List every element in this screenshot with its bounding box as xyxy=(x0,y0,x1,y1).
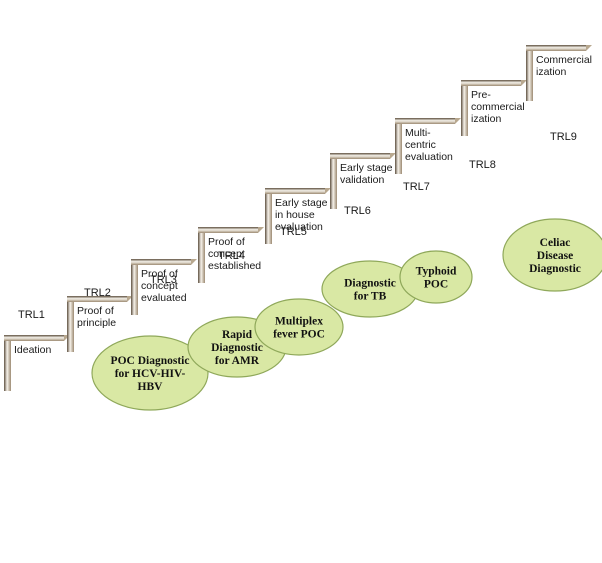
product-label-line: for TB xyxy=(354,291,387,303)
step-description-line: concept xyxy=(141,280,178,292)
step-description-line: evaluation xyxy=(405,151,453,163)
step-bevel xyxy=(325,188,331,194)
step-tread xyxy=(67,296,127,302)
step-description-line: Commercial xyxy=(536,54,592,66)
step-riser xyxy=(330,153,337,209)
step-description-line: Early stage xyxy=(340,162,393,174)
product-label-line: Typhoid xyxy=(416,266,457,278)
step-riser xyxy=(4,335,11,391)
step-tread xyxy=(395,118,455,124)
step-riser xyxy=(265,188,272,244)
step-tread xyxy=(198,227,258,233)
step-riser xyxy=(461,80,468,136)
step-tread xyxy=(461,80,521,86)
trl-label: TRL6 xyxy=(344,205,371,217)
step-description-line: established xyxy=(208,260,261,272)
step-bevel xyxy=(191,259,197,265)
trl-label: TRL9 xyxy=(550,131,577,143)
step-description-line: ization xyxy=(471,113,502,125)
step-description-line: commercial xyxy=(471,101,525,113)
step-description-line: principle xyxy=(77,317,116,329)
product-label-line: for AMR xyxy=(215,355,260,367)
step-bevel xyxy=(390,153,396,159)
step-riser xyxy=(395,118,402,174)
step-description-line: Proof of xyxy=(208,236,245,248)
product-label-line: Rapid xyxy=(222,329,253,341)
product-label-line: Disease xyxy=(537,250,573,262)
step-tread xyxy=(330,153,390,159)
step-bevel xyxy=(258,227,264,233)
step-description-line: concept xyxy=(208,248,245,260)
step-description-line: Proof of xyxy=(141,268,178,280)
product-ellipse xyxy=(254,298,344,356)
step-description-line: in house xyxy=(275,209,315,221)
product-label-line: Diagnostic xyxy=(529,263,581,275)
product-label-line: Diagnostic xyxy=(211,342,263,354)
trl-label: TRL3 xyxy=(150,274,177,286)
step-tread xyxy=(265,188,325,194)
product-ellipse xyxy=(91,335,209,411)
product-label-line: HBV xyxy=(138,381,164,393)
step-tread xyxy=(526,45,586,51)
trl-label: TRL4 xyxy=(218,250,245,262)
product-label-line: POC Diagnostic xyxy=(111,355,190,367)
step-description-line: Pre- xyxy=(471,89,491,101)
trl-label: TRL1 xyxy=(18,309,45,321)
step-tread xyxy=(131,259,191,265)
trl-label: TRL7 xyxy=(403,181,430,193)
step-description-line: Proof of xyxy=(77,305,114,317)
product-label-line: POC xyxy=(424,279,448,291)
trl-label: TRL5 xyxy=(280,226,307,238)
step-description-line: evaluation xyxy=(275,221,323,233)
step-riser xyxy=(67,296,74,352)
step-bevel xyxy=(521,80,527,86)
product-ellipse xyxy=(399,250,473,304)
product-ellipse xyxy=(502,218,602,292)
step-tread xyxy=(4,335,64,341)
product-label-line: fever POC xyxy=(273,329,325,341)
step-description-line: Early stage xyxy=(275,197,328,209)
step-bevel xyxy=(586,45,592,51)
step-riser xyxy=(131,259,138,315)
product-label-line: Celiac xyxy=(540,237,571,249)
step-description-line: validation xyxy=(340,174,385,186)
product-label-line: Multiplex xyxy=(275,316,323,328)
step-description-line: centric xyxy=(405,139,436,151)
product-label-line: Diagnostic xyxy=(344,278,396,290)
trl-label: TRL2 xyxy=(84,287,111,299)
step-description-line: Ideation xyxy=(14,344,52,356)
step-bevel xyxy=(455,118,461,124)
step-description-line: Multi- xyxy=(405,127,431,139)
step-description-line: ization xyxy=(536,66,567,78)
trl-label: TRL8 xyxy=(469,159,496,171)
step-riser xyxy=(526,45,533,101)
step-riser xyxy=(198,227,205,283)
step-description-line: evaluated xyxy=(141,292,187,304)
product-label-line: for HCV-HIV- xyxy=(115,368,186,380)
